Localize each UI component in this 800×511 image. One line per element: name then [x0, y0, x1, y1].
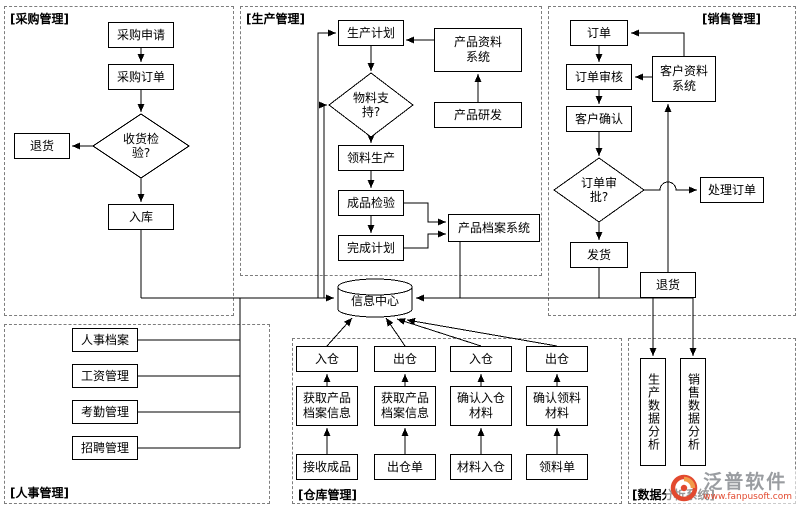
- node-purchase-return: 退货: [14, 133, 70, 159]
- watermark: 泛普软件 www.fanpusoft.com: [666, 470, 796, 505]
- node-sales-order: 订单: [570, 20, 628, 46]
- decision-receiving-inspection: [92, 113, 190, 179]
- node-production-plan: 生产计划: [338, 20, 404, 46]
- node-stock-in: 入库: [108, 204, 174, 230]
- module-sales: [548, 6, 796, 316]
- node-product-archive-system: 产品档案系统: [448, 214, 540, 242]
- node-wh-confirm-pick-material: 确认领料材料: [526, 386, 588, 426]
- module-purchase: [4, 6, 234, 316]
- node-customer-confirm: 客户确认: [566, 106, 632, 132]
- node-wh-confirm-in-material: 确认入仓材料: [450, 386, 512, 426]
- node-wh-get-archive-1: 获取产品档案信息: [296, 386, 358, 426]
- node-wh-out-1: 出仓: [374, 346, 436, 372]
- node-hr-recruit: 招聘管理: [72, 436, 138, 460]
- node-finished-inspection: 成品检验: [338, 190, 404, 216]
- module-hr: [4, 324, 270, 504]
- node-wh-out-2: 出仓: [526, 346, 588, 372]
- node-material-support-label: 物料支持?: [352, 91, 389, 119]
- node-order-approval-label: 订单审批?: [580, 176, 617, 204]
- node-wh-get-archive-2: 获取产品档案信息: [374, 386, 436, 426]
- node-wh-pick-order: 领料单: [526, 454, 588, 480]
- node-product-data-system: 产品资料系统: [434, 28, 522, 72]
- node-sales-return: 退货: [640, 272, 696, 298]
- node-wh-out-order: 出仓单: [374, 454, 436, 480]
- decision-order-approval: [553, 157, 645, 223]
- node-purchase-apply: 采购申请: [108, 22, 174, 48]
- sales-data-analysis-label: 销售数据分析: [686, 373, 701, 451]
- node-customer-data-system: 客户资料系统: [652, 56, 716, 102]
- node-info-center-label: 信息中心: [350, 294, 399, 308]
- node-product-rd: 产品研发: [434, 102, 522, 128]
- node-wh-material-in: 材料入仓: [450, 454, 512, 480]
- module-production: [240, 6, 542, 276]
- node-material-picking: 领料生产: [338, 145, 404, 171]
- watermark-brand: 泛普软件: [703, 471, 788, 493]
- node-sales-data-analysis: 销售数据分析: [680, 358, 706, 466]
- node-hr-files: 人事档案: [72, 328, 138, 352]
- node-hr-salary: 工资管理: [72, 364, 138, 388]
- decision-material-support: [328, 72, 414, 138]
- node-wh-receive-finished: 接收成品: [296, 454, 358, 480]
- fanpu-logo-icon: [671, 474, 698, 501]
- node-wh-in-2: 入仓: [450, 346, 512, 372]
- watermark-url: www.fanpusoft.com: [703, 492, 792, 502]
- production-data-analysis-label: 生产数据分析: [646, 373, 661, 451]
- module-hr-label: [人事管理]: [10, 486, 69, 500]
- node-purchase-order: 采购订单: [108, 64, 174, 90]
- module-purchase-label: [采购管理]: [10, 12, 69, 26]
- node-plan-complete: 完成计划: [338, 235, 404, 261]
- node-production-data-analysis: 生产数据分析: [640, 358, 666, 466]
- info-center-cylinder: [337, 278, 413, 318]
- module-warehouse-label: [仓库管理]: [298, 488, 357, 502]
- node-wh-in-1: 入仓: [296, 346, 358, 372]
- module-production-label: [生产管理]: [246, 12, 305, 26]
- node-hr-attendance: 考勤管理: [72, 400, 138, 424]
- node-order-review: 订单审核: [566, 64, 632, 90]
- module-sales-label: [销售管理]: [702, 12, 761, 26]
- node-ship: 发货: [570, 242, 628, 268]
- node-process-order: 处理订单: [700, 177, 764, 203]
- node-receiving-inspection-label: 收货检验?: [122, 132, 159, 160]
